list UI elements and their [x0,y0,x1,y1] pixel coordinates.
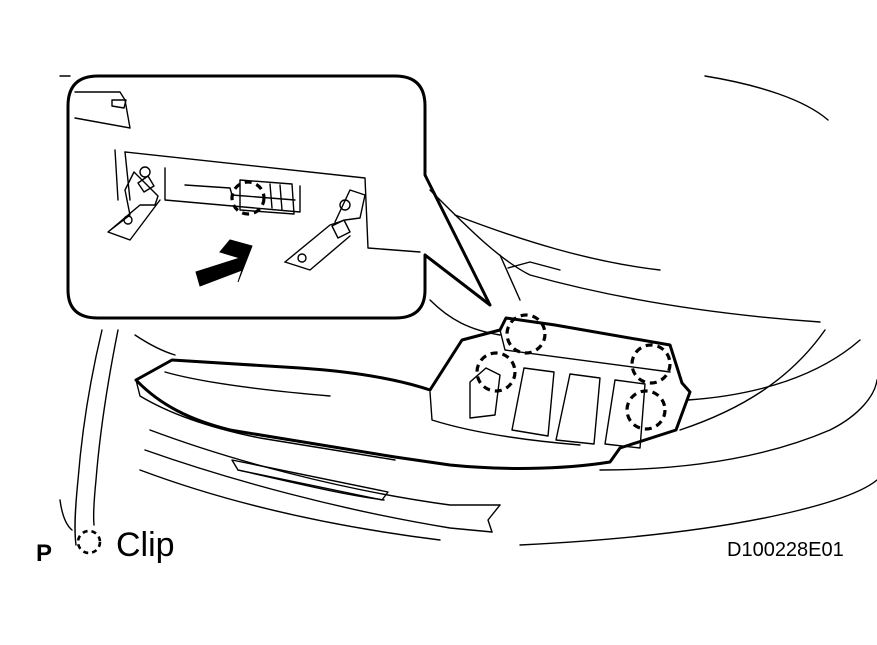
inset-clip-marker [230,180,266,216]
figure-marker: P [36,540,53,567]
legend-clip-label: Clip [116,526,175,564]
inset-clip-detail [74,91,421,287]
clip-marker-2 [475,351,517,393]
clip-markers [475,313,672,431]
clip-marker-4 [625,389,667,431]
clip-marker-1 [505,313,547,355]
door-sill-trim [139,429,501,541]
figure-code: D100228E01 [727,539,844,561]
scuff-plate [134,316,692,470]
vehicle-body-lines [59,75,877,546]
clip-marker-3 [630,343,672,385]
detail-inset-frame [66,74,492,320]
dashed-circle-icon [76,529,102,555]
removal-direction-arrow [195,239,253,287]
